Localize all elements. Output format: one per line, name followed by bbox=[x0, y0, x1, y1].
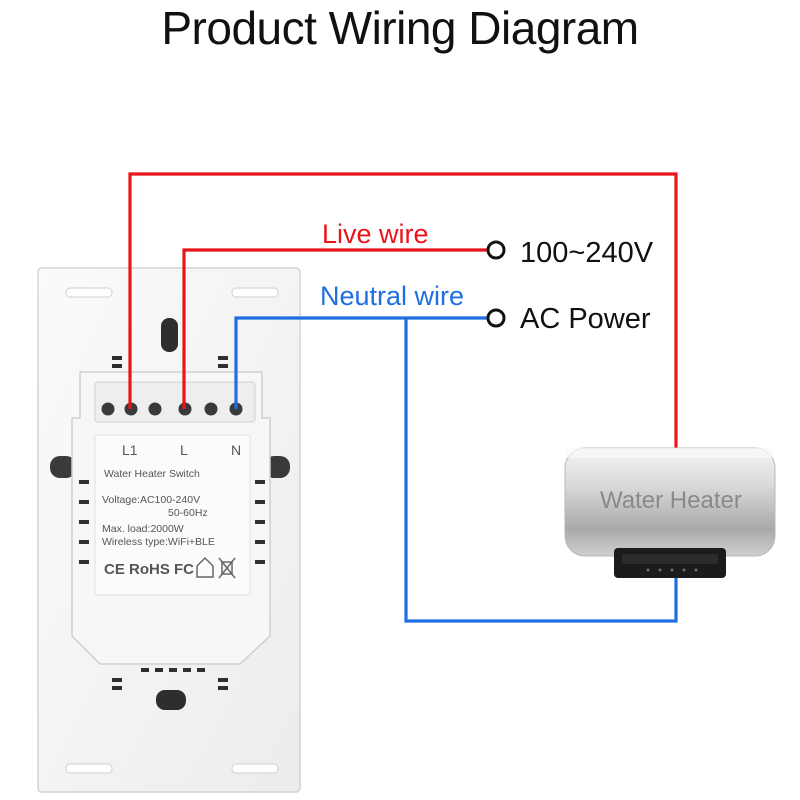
switch-load-label: Max. load:2000W bbox=[102, 523, 184, 535]
page-title: Product Wiring Diagram bbox=[161, 2, 639, 54]
voltage-label: 100~240V bbox=[520, 237, 654, 269]
terminal-label-l1: L1 bbox=[122, 442, 138, 458]
live-wire-label: Live wire bbox=[322, 219, 429, 249]
switch-wireless-label: Wireless type:WiFi+BLE bbox=[102, 536, 215, 548]
terminal-label-n: N bbox=[231, 442, 241, 458]
live-wire-to-heater bbox=[128, 172, 678, 448]
live-power-terminal bbox=[486, 240, 506, 260]
switch-frequency-label: 50-60Hz bbox=[168, 507, 208, 519]
live-wire-to-power bbox=[182, 248, 488, 409]
water-heater bbox=[564, 447, 776, 578]
weee-bin-icon bbox=[218, 557, 236, 579]
neutral-wire-to-power bbox=[234, 316, 488, 409]
neutral-power-terminal bbox=[486, 308, 506, 328]
ac-power-label: AC Power bbox=[520, 303, 651, 335]
switch-model-label: Water Heater Switch bbox=[104, 468, 200, 480]
neutral-wire-label: Neutral wire bbox=[320, 281, 464, 311]
switch-voltage-label: Voltage:AC100-240V bbox=[102, 494, 200, 506]
water-heater-label: Water Heater bbox=[600, 487, 742, 514]
terminal-label-l: L bbox=[180, 442, 188, 458]
neutral-wire-to-heater bbox=[404, 318, 678, 623]
house-icon bbox=[196, 556, 214, 578]
certification-marks: CE RoHS FC bbox=[104, 561, 194, 578]
